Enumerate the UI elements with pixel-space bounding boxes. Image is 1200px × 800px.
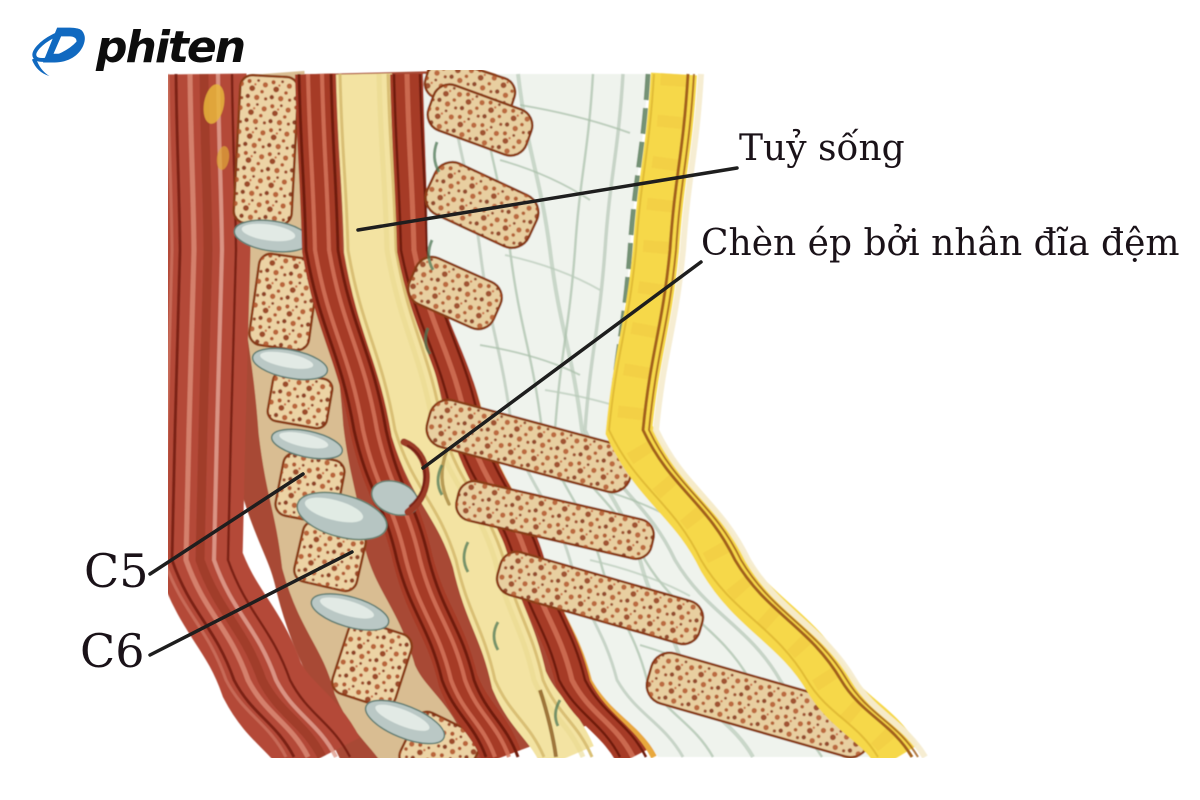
label-spinal-cord: Tuỷ sống <box>739 128 905 169</box>
spinous-processes <box>407 70 875 758</box>
vertebra <box>266 370 334 430</box>
vertebra <box>248 252 320 352</box>
fat-patch <box>203 84 225 124</box>
intervertebral-disc <box>251 347 329 381</box>
spinal-cord-band <box>336 73 594 758</box>
spinous-process <box>455 479 655 561</box>
nuchal-fat-band <box>605 72 928 758</box>
leader-line-spinal-cord <box>356 166 739 232</box>
spinous-process <box>407 255 503 331</box>
green-ligament-accents <box>423 141 562 727</box>
intervertebral-discs <box>233 219 446 745</box>
leader-line-c6 <box>148 550 354 657</box>
intervertebral-disc <box>310 593 390 631</box>
compression-site <box>400 438 451 516</box>
herniated-disc <box>296 480 419 541</box>
cord-inner-line <box>538 689 558 758</box>
anterior-ligament-band <box>295 73 521 758</box>
label-compression: Chèn ép bởi nhân đĩa đệm <box>701 223 1180 264</box>
leader-line-compression <box>421 260 703 470</box>
phiten-wordmark: phiten <box>96 22 246 73</box>
cord-indentation-crease <box>440 448 451 506</box>
anterior-muscle-band <box>168 73 360 758</box>
label-c6-vertebra: C6 <box>80 624 145 678</box>
spinous-process <box>426 83 534 157</box>
spinous-process <box>424 160 540 250</box>
leader-line-c5 <box>148 472 305 576</box>
intervertebral-disc <box>364 699 446 745</box>
vertebra <box>232 73 300 227</box>
label-c5-vertebra: C5 <box>84 544 149 598</box>
spinous-process <box>495 550 705 646</box>
phiten-logo: phiten <box>30 12 360 78</box>
leader-lines <box>148 166 739 657</box>
fat-patch <box>216 146 230 170</box>
interspinous-ligament-region <box>423 74 877 757</box>
phiten-swoosh-d-icon <box>31 27 85 77</box>
intervertebral-disc <box>270 428 344 460</box>
muscle-striations <box>168 73 352 758</box>
